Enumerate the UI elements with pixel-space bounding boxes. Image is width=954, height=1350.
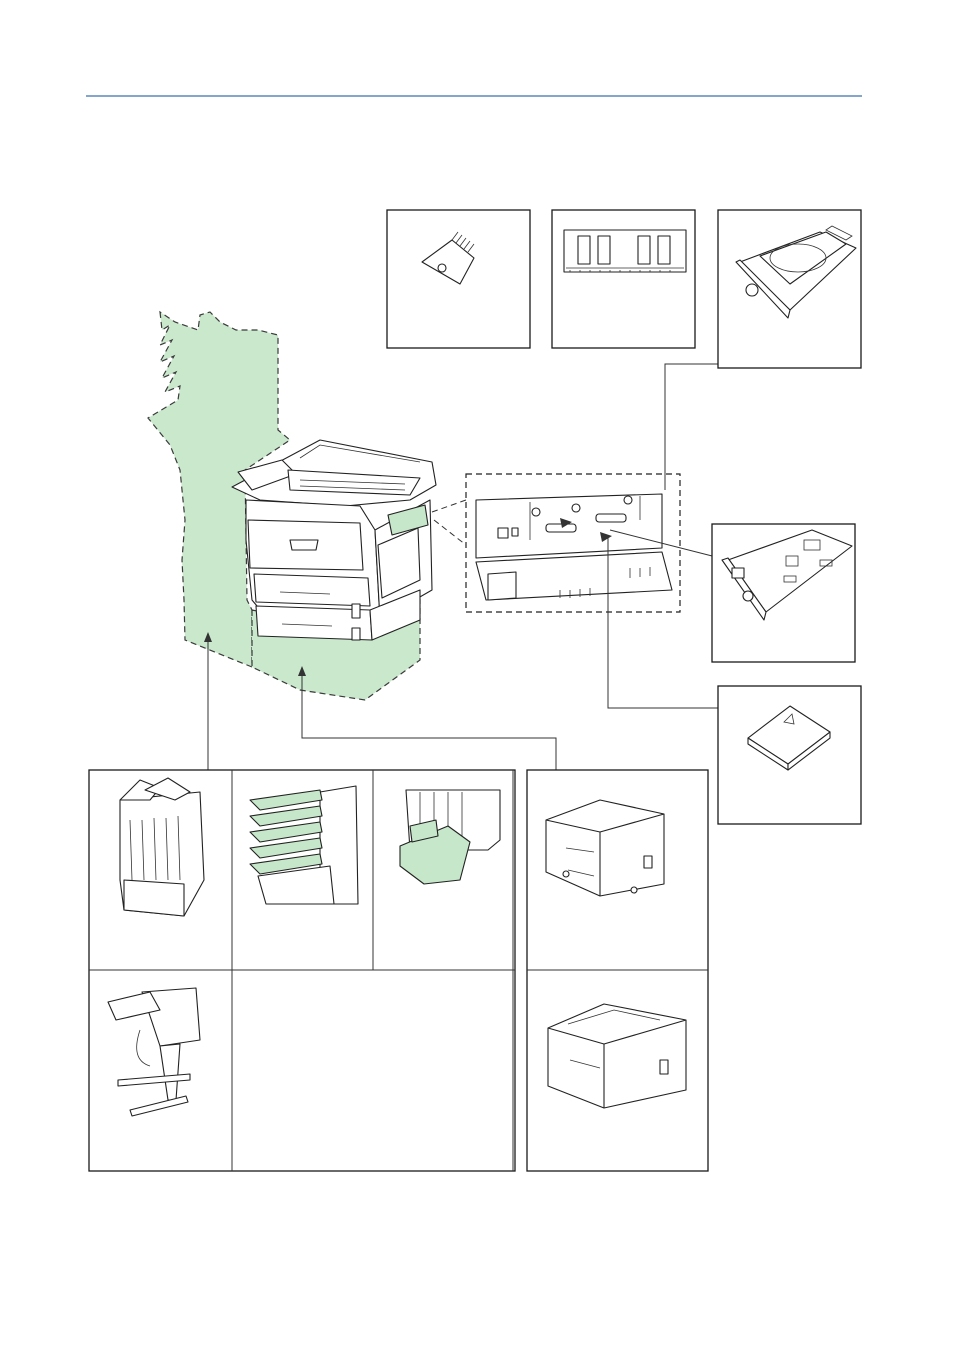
interface-detail: [431, 473, 681, 613]
memory-card-icon: [421, 231, 475, 285]
feeder-options-grid: [526, 769, 709, 1172]
multi-bin-mailbox-icon: [249, 785, 359, 905]
connector-lines: [204, 363, 721, 770]
finisher-options-grid: [88, 769, 516, 1172]
hard-disk-box: [717, 209, 862, 369]
document-finisher-icon: [119, 777, 205, 917]
paper-feeder-icon: [545, 799, 665, 897]
compact-flash-box: [717, 685, 862, 825]
network-interface-card-icon: [721, 529, 853, 621]
finisher-option-region: [147, 310, 292, 668]
hard-disk-icon: [735, 225, 857, 319]
network-card-box: [711, 523, 856, 663]
printer: [231, 439, 437, 641]
dimm-box: [551, 209, 696, 349]
memory-card-box: [386, 209, 531, 349]
dimm-memory-module-icon: [563, 229, 687, 273]
compact-flash-card-icon: [747, 705, 831, 771]
bulk-stapler-icon: [399, 789, 501, 885]
large-capacity-feeder-icon: [547, 1003, 687, 1109]
finisher-on-stand-icon: [107, 987, 201, 1117]
